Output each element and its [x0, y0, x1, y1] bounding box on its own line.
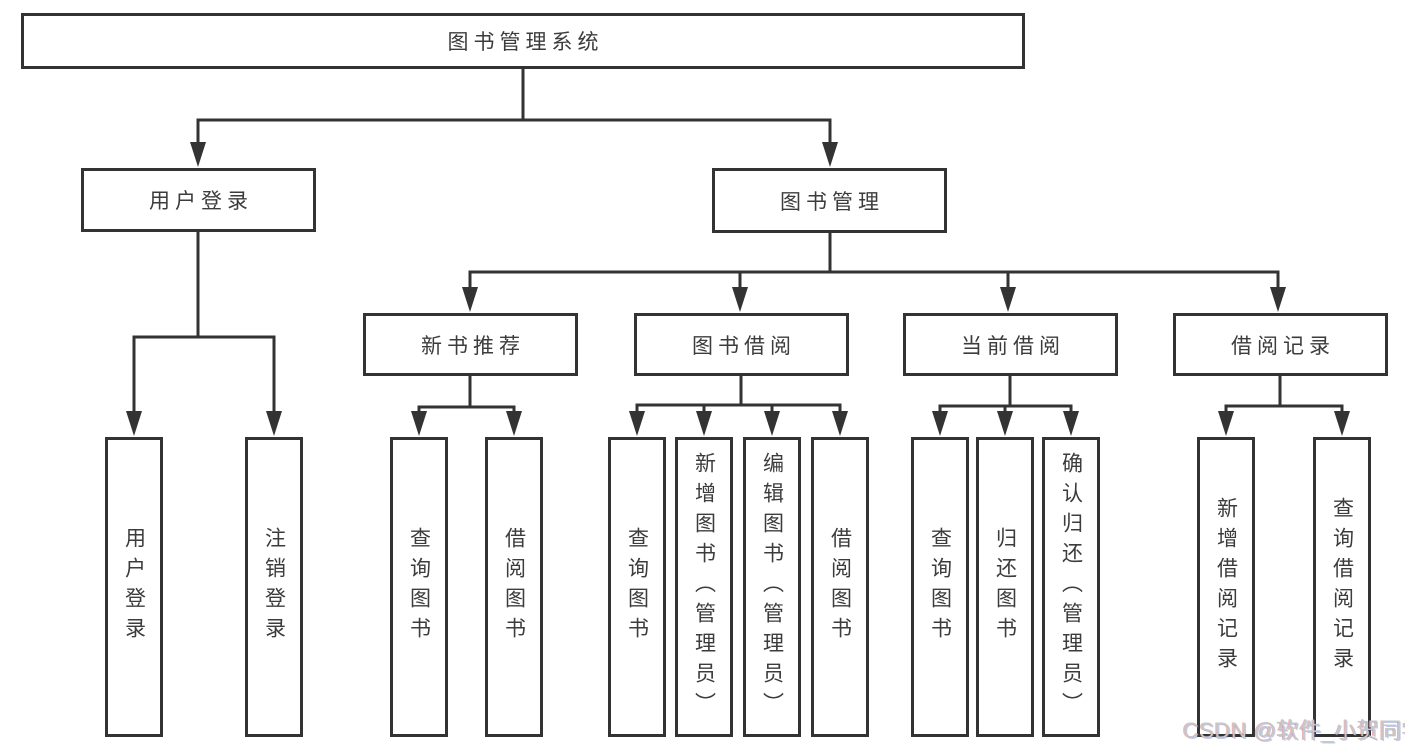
node-book-borrow: 图书借阅 — [634, 313, 849, 376]
leaf-label: 查询图书 — [625, 527, 649, 647]
node-user-login: 用户登录 — [81, 168, 316, 232]
leaf-confirm-return-admin: 确认归还（管理员） — [1042, 437, 1100, 737]
leaf-borrow-books: 借阅图书 — [811, 437, 869, 737]
leaf-label: 查询图书 — [928, 527, 952, 647]
leaf-query-books: 查询图书 — [390, 437, 448, 737]
leaf-label: 编辑图书（管理员） — [760, 452, 784, 722]
node-current-borrow: 当前借阅 — [903, 313, 1118, 376]
leaf-borrow-books: 借阅图书 — [485, 437, 543, 737]
leaf-label: 查询图书 — [407, 527, 431, 647]
leaf-query-books: 查询图书 — [608, 437, 666, 737]
node-label: 新书推荐 — [421, 334, 525, 358]
leaf-label: 归还图书 — [993, 527, 1017, 647]
leaf-label: 借阅图书 — [828, 527, 852, 647]
leaf-query-books: 查询图书 — [911, 437, 969, 737]
leaf-label: 确认归还（管理员） — [1059, 452, 1083, 722]
leaf-label: 借阅图书 — [502, 527, 526, 647]
node-new-book-recommend: 新书推荐 — [363, 313, 578, 376]
node-label: 当前借阅 — [961, 334, 1065, 358]
leaf-return-books: 归还图书 — [976, 437, 1034, 737]
leaf-add-borrow-record: 新增借阅记录 — [1197, 437, 1255, 737]
csdn-watermark: CSDN @软件_小贺同学 — [1183, 718, 1405, 743]
node-root-system: 图书管理系统 — [21, 13, 1025, 69]
leaf-label: 注销登录 — [262, 527, 286, 647]
leaf-label: 用户登录 — [122, 527, 146, 647]
leaf-query-borrow-record: 查询借阅记录 — [1313, 437, 1371, 737]
leaf-label: 查询借阅记录 — [1330, 497, 1354, 677]
node-borrow-record: 借阅记录 — [1173, 313, 1388, 376]
node-label: 图书管理 — [780, 190, 884, 214]
node-label: 图书管理系统 — [447, 31, 604, 54]
node-label: 用户登录 — [149, 190, 253, 213]
leaf-label: 新增借阅记录 — [1214, 497, 1238, 677]
leaf-user-login: 用户登录 — [105, 437, 163, 737]
node-label: 图书借阅 — [692, 334, 796, 358]
leaf-edit-books-admin: 编辑图书（管理员） — [743, 437, 801, 737]
node-label: 借阅记录 — [1231, 334, 1335, 358]
node-book-management: 图书管理 — [712, 168, 947, 233]
leaf-logout: 注销登录 — [245, 437, 303, 737]
leaf-add-books-admin: 新增图书（管理员） — [675, 437, 733, 737]
leaf-label: 新增图书（管理员） — [692, 452, 716, 722]
